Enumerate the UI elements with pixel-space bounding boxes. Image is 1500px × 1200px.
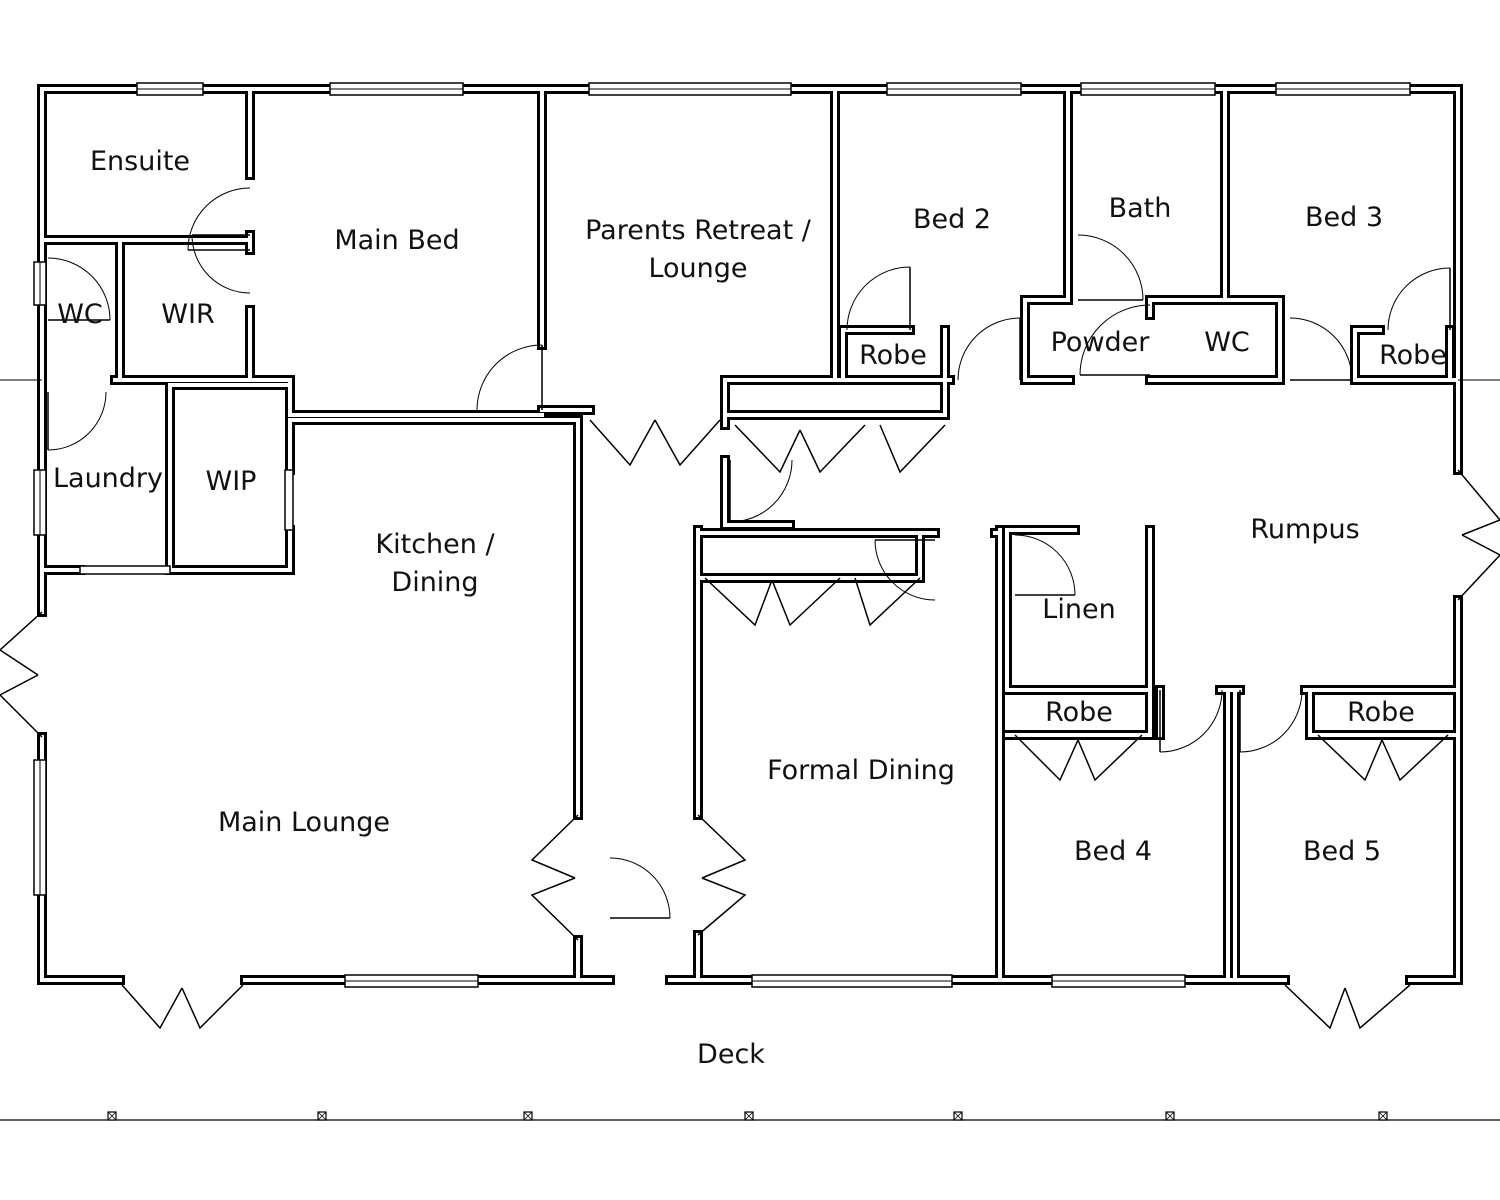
room-parents-retreat: Parents Retreat / Lounge <box>585 212 811 288</box>
french-door <box>0 674 43 738</box>
room-wir: WIR <box>161 299 215 330</box>
deck-post-cross <box>1378 1111 1388 1121</box>
bifold-door <box>654 419 721 467</box>
room-robe-bed4: Robe <box>1045 697 1113 728</box>
french-door <box>697 814 747 879</box>
bifold-door <box>879 424 946 474</box>
room-ensuite: Ensuite <box>89 146 191 177</box>
bifold-door <box>1014 734 1079 782</box>
room-kitchen-line2: Dining <box>391 567 479 598</box>
room-parents-retreat-line1: Parents Retreat / <box>585 215 811 246</box>
room-wc-ensuite: WC <box>57 299 103 330</box>
french-door <box>1457 534 1500 601</box>
deck-post-cross <box>744 1111 754 1121</box>
door-swing <box>187 187 251 251</box>
door-swing <box>1239 689 1303 753</box>
french-door <box>530 877 579 941</box>
french-door <box>1344 984 1411 1030</box>
door-swing <box>191 234 251 294</box>
bifold-door <box>799 424 866 474</box>
room-bed-5: Bed 5 <box>1302 836 1382 867</box>
french-door <box>0 611 43 676</box>
door-swing <box>47 391 107 451</box>
room-powder: Powder <box>1050 327 1150 358</box>
sliding-door <box>284 469 294 531</box>
room-kitchen-line1: Kitchen / <box>375 529 495 560</box>
door-swing <box>1387 267 1451 331</box>
room-linen: Linen <box>1042 594 1116 625</box>
bifold-door <box>771 577 841 627</box>
french-door <box>530 814 579 879</box>
door-swing <box>47 257 111 321</box>
french-door <box>1284 984 1346 1030</box>
door-swing <box>1289 317 1353 381</box>
room-main-bed: Main Bed <box>334 225 460 256</box>
door-swing <box>729 459 793 523</box>
room-bed-2: Bed 2 <box>912 204 992 235</box>
room-bed-4: Bed 4 <box>1073 836 1153 867</box>
bifold-door <box>589 419 656 467</box>
bifold-door <box>1317 734 1383 782</box>
deck-post-cross <box>107 1111 117 1121</box>
door-swing <box>1077 234 1144 301</box>
door-swing <box>1079 304 1151 376</box>
door-swing <box>957 317 1021 381</box>
deck-post-cross <box>523 1111 533 1121</box>
door-swing <box>1159 689 1223 753</box>
deck-post-cross <box>317 1111 327 1121</box>
room-parents-retreat-line2: Lounge <box>648 253 748 284</box>
bifold-door <box>734 424 801 474</box>
french-door <box>181 984 244 1030</box>
room-kitchen-dining: Kitchen / Dining <box>375 526 494 602</box>
room-wc: WC <box>1204 327 1250 358</box>
room-formal-dining: Formal Dining <box>767 755 955 786</box>
bifold-door <box>1077 734 1143 782</box>
french-door <box>121 984 183 1030</box>
door-swing <box>476 344 543 411</box>
deck-post-cross <box>953 1111 963 1121</box>
bifold-door <box>854 577 921 627</box>
door-swing <box>1014 534 1076 596</box>
bifold-door <box>1381 734 1449 782</box>
room-bed-3: Bed 3 <box>1304 202 1384 233</box>
area-deck: Deck <box>697 1039 765 1070</box>
room-wip: WIP <box>205 466 257 497</box>
room-main-lounge: Main Lounge <box>217 807 391 838</box>
french-door <box>1457 469 1500 536</box>
room-robe-bed5: Robe <box>1347 697 1415 728</box>
room-rumpus: Rumpus <box>1250 514 1360 545</box>
bifold-door <box>704 577 773 627</box>
french-door <box>697 877 747 936</box>
door-swing <box>846 266 911 331</box>
room-bath: Bath <box>1108 193 1172 224</box>
sliding-door <box>79 565 171 575</box>
deck-post-cross <box>1165 1111 1175 1121</box>
room-robe-bed2: Robe <box>859 340 927 371</box>
door-swing <box>874 539 936 601</box>
room-laundry: Laundry <box>52 463 164 494</box>
room-robe-bed3: Robe <box>1379 340 1447 371</box>
door-swing <box>609 857 671 919</box>
